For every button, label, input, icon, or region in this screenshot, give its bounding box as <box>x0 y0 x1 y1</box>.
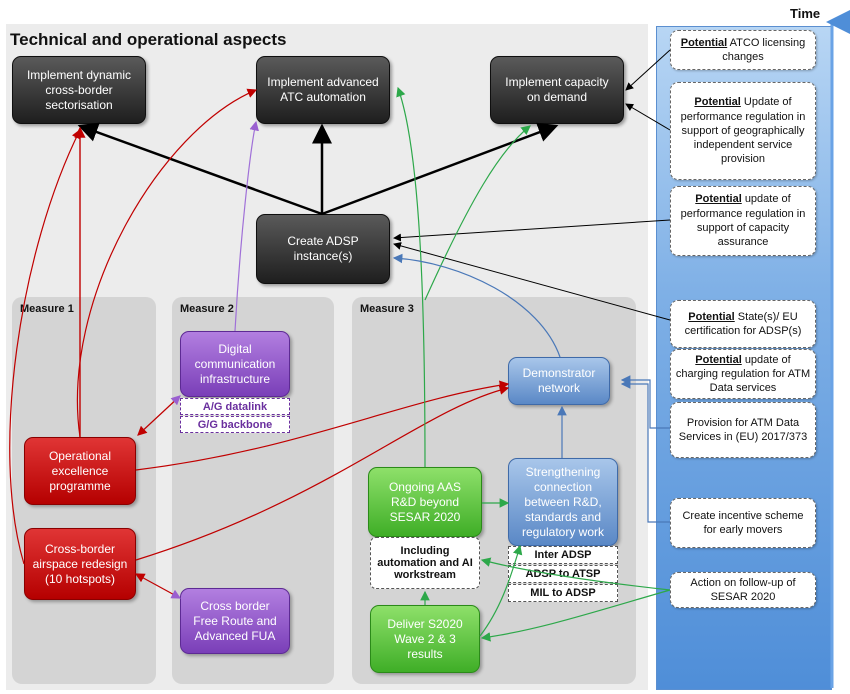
goal-atc-automation: Implement advanced ATC automation <box>256 56 390 124</box>
operational-excellence-box: Operational excellence programme <box>24 437 136 505</box>
measure-2-label: Measure 2 <box>180 303 234 315</box>
deliver-s2020-box: Deliver S2020 Wave 2 & 3 results <box>370 605 480 673</box>
note-provision: Provision for ATM Data Services in (EU) … <box>670 402 816 458</box>
measure-1-label: Measure 1 <box>20 303 74 315</box>
measure-3-label: Measure 3 <box>360 303 414 315</box>
note-charging-text: update of charging regulation for ATM Da… <box>675 353 811 395</box>
mil-to-adsp-sub: MIL to ADSP <box>508 584 618 602</box>
gg-backbone-sub: G/G backbone <box>180 416 290 433</box>
note-performance-capacity: Potential update of performance regulati… <box>670 186 816 256</box>
note-charging: Potential update of charging regulation … <box>670 349 816 399</box>
note-certification-text: State(s)/ EU certification for ADSP(s) <box>684 310 802 337</box>
note-performance-geo-text: Update of performance regulation in supp… <box>680 96 806 166</box>
potential-word: Potential <box>695 353 742 366</box>
note-atco-licensing-text: ATCO licensing changes <box>722 36 806 63</box>
potential-word: Potential <box>680 36 728 49</box>
ongoing-aas-box: Ongoing AAS R&D beyond SESAR 2020 <box>368 467 482 537</box>
strengthening-box: Strengthening connection between R&D, st… <box>508 458 618 546</box>
note-performance-geo: Potential Update of performance regulati… <box>670 82 816 180</box>
note-certification: Potential State(s)/ EU certification for… <box>670 300 816 348</box>
note-atco-licensing: Potential ATCO licensing changes <box>670 30 816 70</box>
inter-adsp-sub: Inter ADSP <box>508 546 618 564</box>
note-followup: Action on follow-up of SESAR 2020 <box>670 572 816 608</box>
note-provision-text: Provision for ATM Data Services in (EU) … <box>678 416 808 443</box>
time-label: Time <box>790 6 821 21</box>
goal-adsp-instance: Create ADSP instance(s) <box>256 214 390 284</box>
adsp-to-atsp-sub: ADSP to ATSP <box>508 565 618 583</box>
note-followup-text: Action on follow-up of SESAR 2020 <box>690 576 796 603</box>
note-incentive-text: Create incentive scheme for early movers <box>682 509 804 536</box>
note-incentive: Create incentive scheme for early movers <box>670 498 816 548</box>
including-automation-sub: Including automation and AI workstream <box>370 537 480 589</box>
diagram-title: Technical and operational aspects <box>10 30 287 49</box>
goal-capacity-on-demand: Implement capacity on demand <box>490 56 624 124</box>
potential-word: Potential <box>694 96 741 109</box>
potential-word: Potential <box>688 310 735 323</box>
airspace-redesign-box: Cross-border airspace redesign (10 hotsp… <box>24 528 136 600</box>
potential-word: Potential <box>695 193 742 206</box>
digital-infrastructure-box: Digital communication infrastructure <box>180 331 290 397</box>
free-route-box: Cross border Free Route and Advanced FUA <box>180 588 290 654</box>
goal-dynamic-sectorisation: Implement dynamic cross-border sectorisa… <box>12 56 146 124</box>
demonstrator-box: Demonstrator network <box>508 357 610 405</box>
note-performance-capacity-text: update of performance regulation in supp… <box>680 193 806 249</box>
ag-datalink-sub: A/G datalink <box>180 398 290 415</box>
